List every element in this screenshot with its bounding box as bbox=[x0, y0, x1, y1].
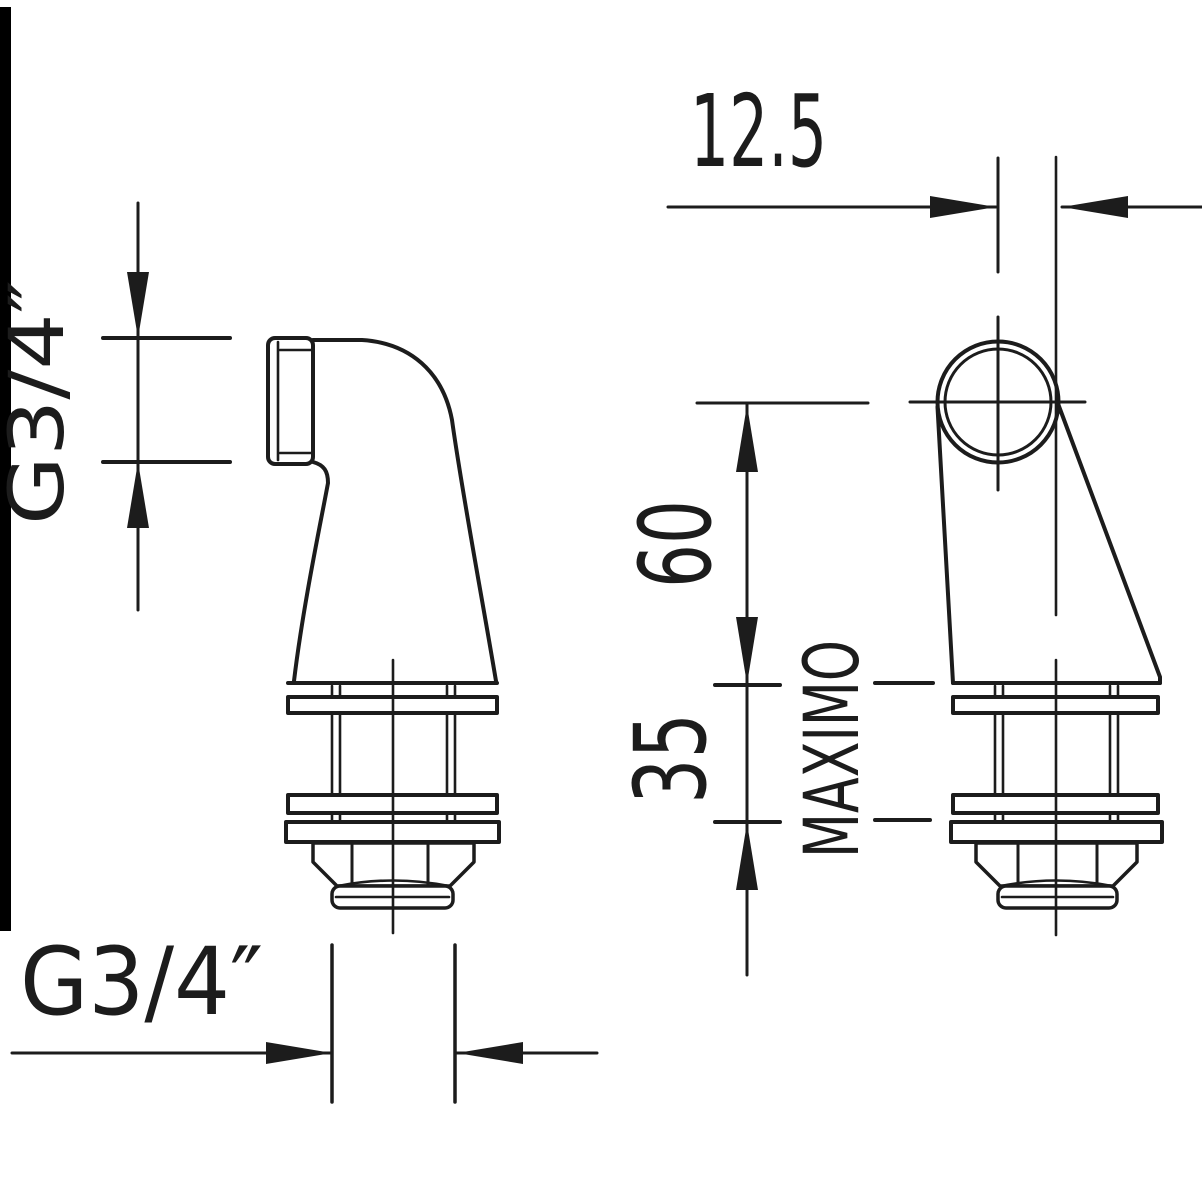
labels: 12.5 G3/4″ G3/4″ 60 35 MAXIMO bbox=[0, 73, 876, 1037]
side-view bbox=[266, 336, 501, 935]
front-body-right-outline bbox=[1056, 403, 1162, 685]
dimensions bbox=[10, 156, 1202, 1104]
arrow-right-icon bbox=[266, 1042, 332, 1064]
arrow-down-icon bbox=[736, 617, 758, 684]
spout-flange-outline bbox=[266, 336, 315, 466]
arrow-left-icon bbox=[457, 1042, 523, 1064]
arrow-down-icon bbox=[127, 272, 149, 338]
body-left-outline bbox=[292, 460, 330, 683]
max-depth-dim-label: 35 bbox=[614, 713, 729, 804]
height-dim-label: 60 bbox=[619, 500, 734, 588]
arrow-right-icon bbox=[930, 196, 996, 218]
front-view bbox=[908, 155, 1164, 937]
arrow-left-icon bbox=[1062, 196, 1128, 218]
offset-dim-label: 12.5 bbox=[690, 73, 827, 190]
shank-thread-label: G3/4″ bbox=[20, 928, 263, 1037]
maximo-note-label: MAXIMO bbox=[787, 640, 876, 858]
arrow-up-icon bbox=[127, 462, 149, 528]
front-body-left-outline bbox=[935, 405, 955, 685]
body-right-outline bbox=[311, 338, 498, 683]
arrow-up-icon bbox=[736, 405, 758, 472]
left-edge-black-strip bbox=[0, 7, 11, 931]
spout-thread-label: G3/4″ bbox=[0, 280, 81, 525]
arrow-up-icon bbox=[736, 823, 758, 890]
